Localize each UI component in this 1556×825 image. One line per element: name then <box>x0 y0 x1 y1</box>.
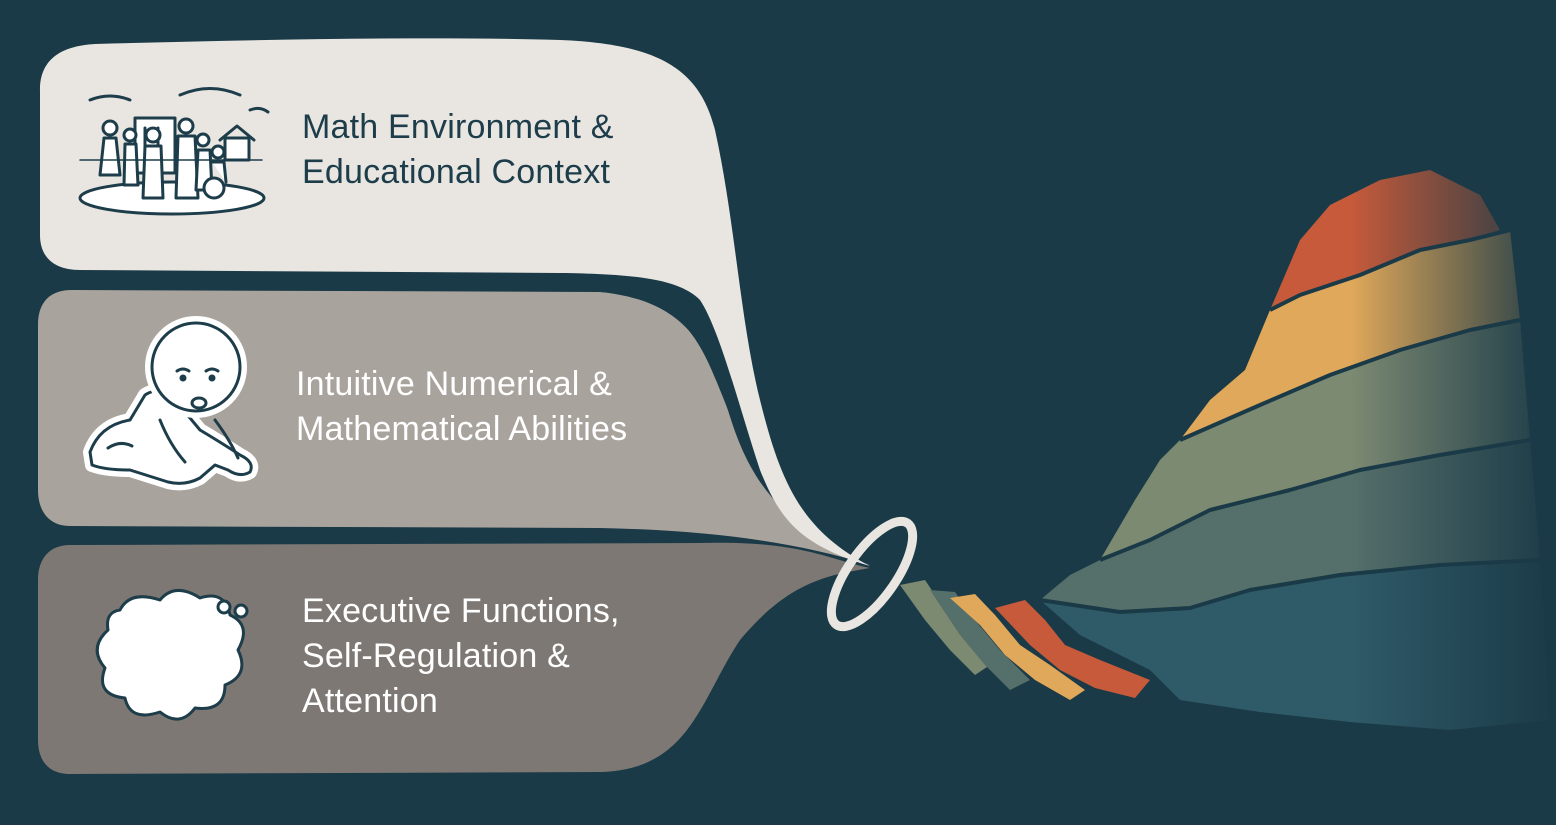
label-executive-functions: Executive Functions, Self-Regulation & A… <box>302 589 620 724</box>
label-line: Executive Functions, <box>302 589 620 634</box>
label-line: Educational Context <box>302 150 614 195</box>
label-line: Self-Regulation & <box>302 634 620 679</box>
label-line: Intuitive Numerical & <box>296 362 627 407</box>
label-intuitive-abilities: Intuitive Numerical & Mathematical Abili… <box>296 362 627 452</box>
label-line: Mathematical Abilities <box>296 407 627 452</box>
strata-mountain <box>900 150 1556 770</box>
label-line: Attention <box>302 679 620 724</box>
label-math-environment: Math Environment & Educational Context <box>302 105 614 195</box>
label-line: Math Environment & <box>302 105 614 150</box>
